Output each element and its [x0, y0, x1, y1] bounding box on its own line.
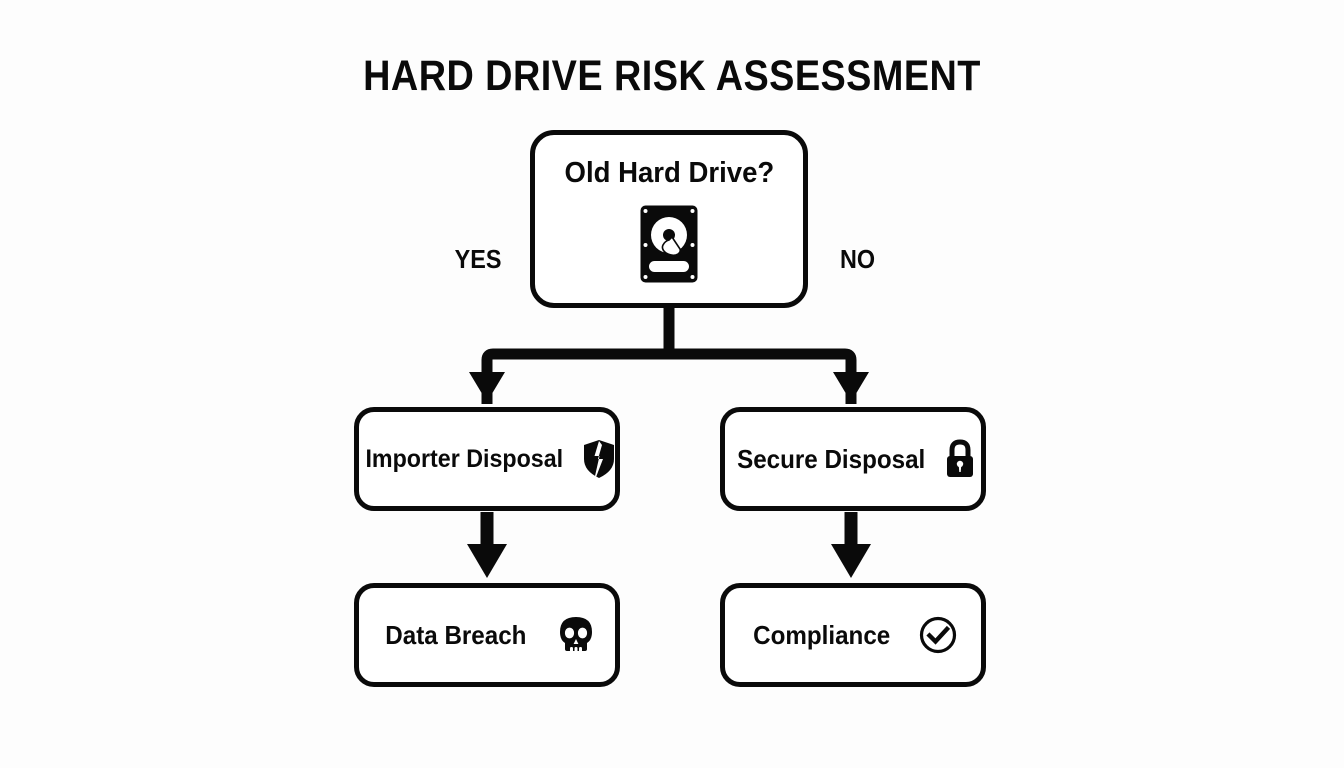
broken-shield-icon	[582, 439, 616, 479]
node-label-secure-disposal: Secure Disposal	[736, 443, 926, 474]
connector-split-bar	[481, 348, 857, 404]
node-label-data-breach: Data Breach	[385, 619, 527, 650]
node-compliance[interactable]: Compliance	[720, 583, 986, 687]
arrowhead-to-importer-disposal	[469, 372, 505, 402]
skull-icon	[558, 616, 594, 654]
arrowhead-to-compliance	[831, 544, 871, 578]
padlock-icon	[944, 439, 976, 479]
branch-label-no: NO	[839, 244, 876, 274]
node-label-compliance: Compliance	[753, 619, 891, 650]
arrowhead-to-secure-disposal	[833, 372, 869, 402]
node-label-old-hard-drive: Old Hard Drive?	[564, 157, 774, 189]
page-title: HARD DRIVE RISK ASSESSMENT	[363, 52, 981, 100]
node-secure-disposal[interactable]: Secure Disposal	[720, 407, 986, 511]
node-importer-disposal[interactable]: Importer Disposal	[354, 407, 620, 511]
hard-drive-icon	[639, 204, 699, 284]
check-circle-icon	[918, 615, 958, 655]
arrowhead-to-data-breach	[467, 544, 507, 578]
node-data-breach[interactable]: Data Breach	[354, 583, 620, 687]
branch-label-yes: YES	[454, 244, 502, 274]
node-label-importer-disposal: Importer Disposal	[365, 444, 563, 473]
node-old-hard-drive[interactable]: Old Hard Drive?	[530, 130, 808, 308]
